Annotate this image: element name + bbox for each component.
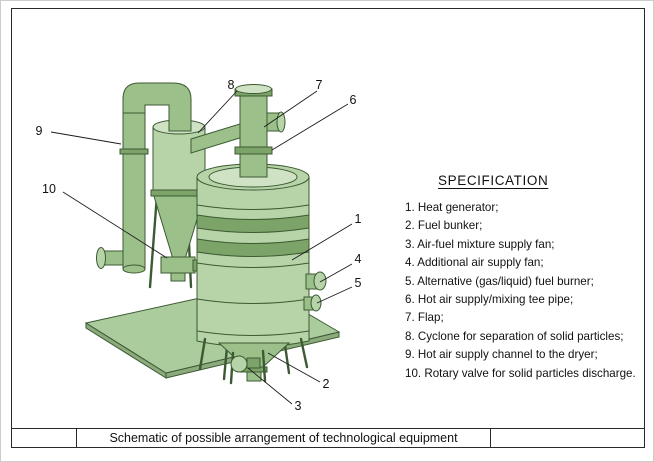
specification-panel: SPECIFICATION 1. Heat generator; 2. Fuel…	[405, 173, 647, 383]
title-block-left-cell	[12, 429, 77, 447]
spec-item-5: 5. Alternative (gas/liquid) fuel burner;	[405, 274, 594, 288]
spec-item-10: 10. Rotary valve for solid particles dis…	[405, 366, 636, 380]
callout-2: 2	[322, 377, 330, 391]
spec-item-3: 3. Air-fuel mixture supply fan;	[405, 237, 555, 251]
spec-item-8: 8. Cyclone for separation of solid parti…	[405, 329, 624, 343]
callout-5: 5	[354, 276, 362, 290]
callout-6: 6	[349, 93, 357, 107]
spec-item-9: 9. Hot air supply channel to the dryer;	[405, 348, 598, 362]
callout-7: 7	[315, 78, 323, 92]
callout-1: 1	[354, 212, 362, 226]
callout-8: 8	[227, 78, 235, 92]
spec-item-1: 1. Heat generator;	[405, 201, 499, 214]
title-block: Schematic of possible arrangement of tec…	[11, 428, 645, 448]
callout-10: 10	[42, 182, 56, 196]
spec-item-6: 6. Hot air supply/mixing tee pipe;	[405, 293, 574, 307]
specification-heading: SPECIFICATION	[438, 173, 549, 188]
spec-item-7: 7. Flap;	[405, 311, 444, 325]
spec-item-2: 2. Fuel bunker;	[405, 219, 483, 233]
spec-item-4: 4. Additional air supply fan;	[405, 256, 544, 270]
callout-4: 4	[354, 252, 362, 266]
title-block-right-cell	[490, 429, 644, 447]
callout-3: 3	[294, 399, 302, 413]
drawing-title: Schematic of possible arrangement of tec…	[109, 431, 458, 445]
callout-9: 9	[35, 124, 43, 138]
title-block-main-cell: Schematic of possible arrangement of tec…	[77, 429, 490, 447]
